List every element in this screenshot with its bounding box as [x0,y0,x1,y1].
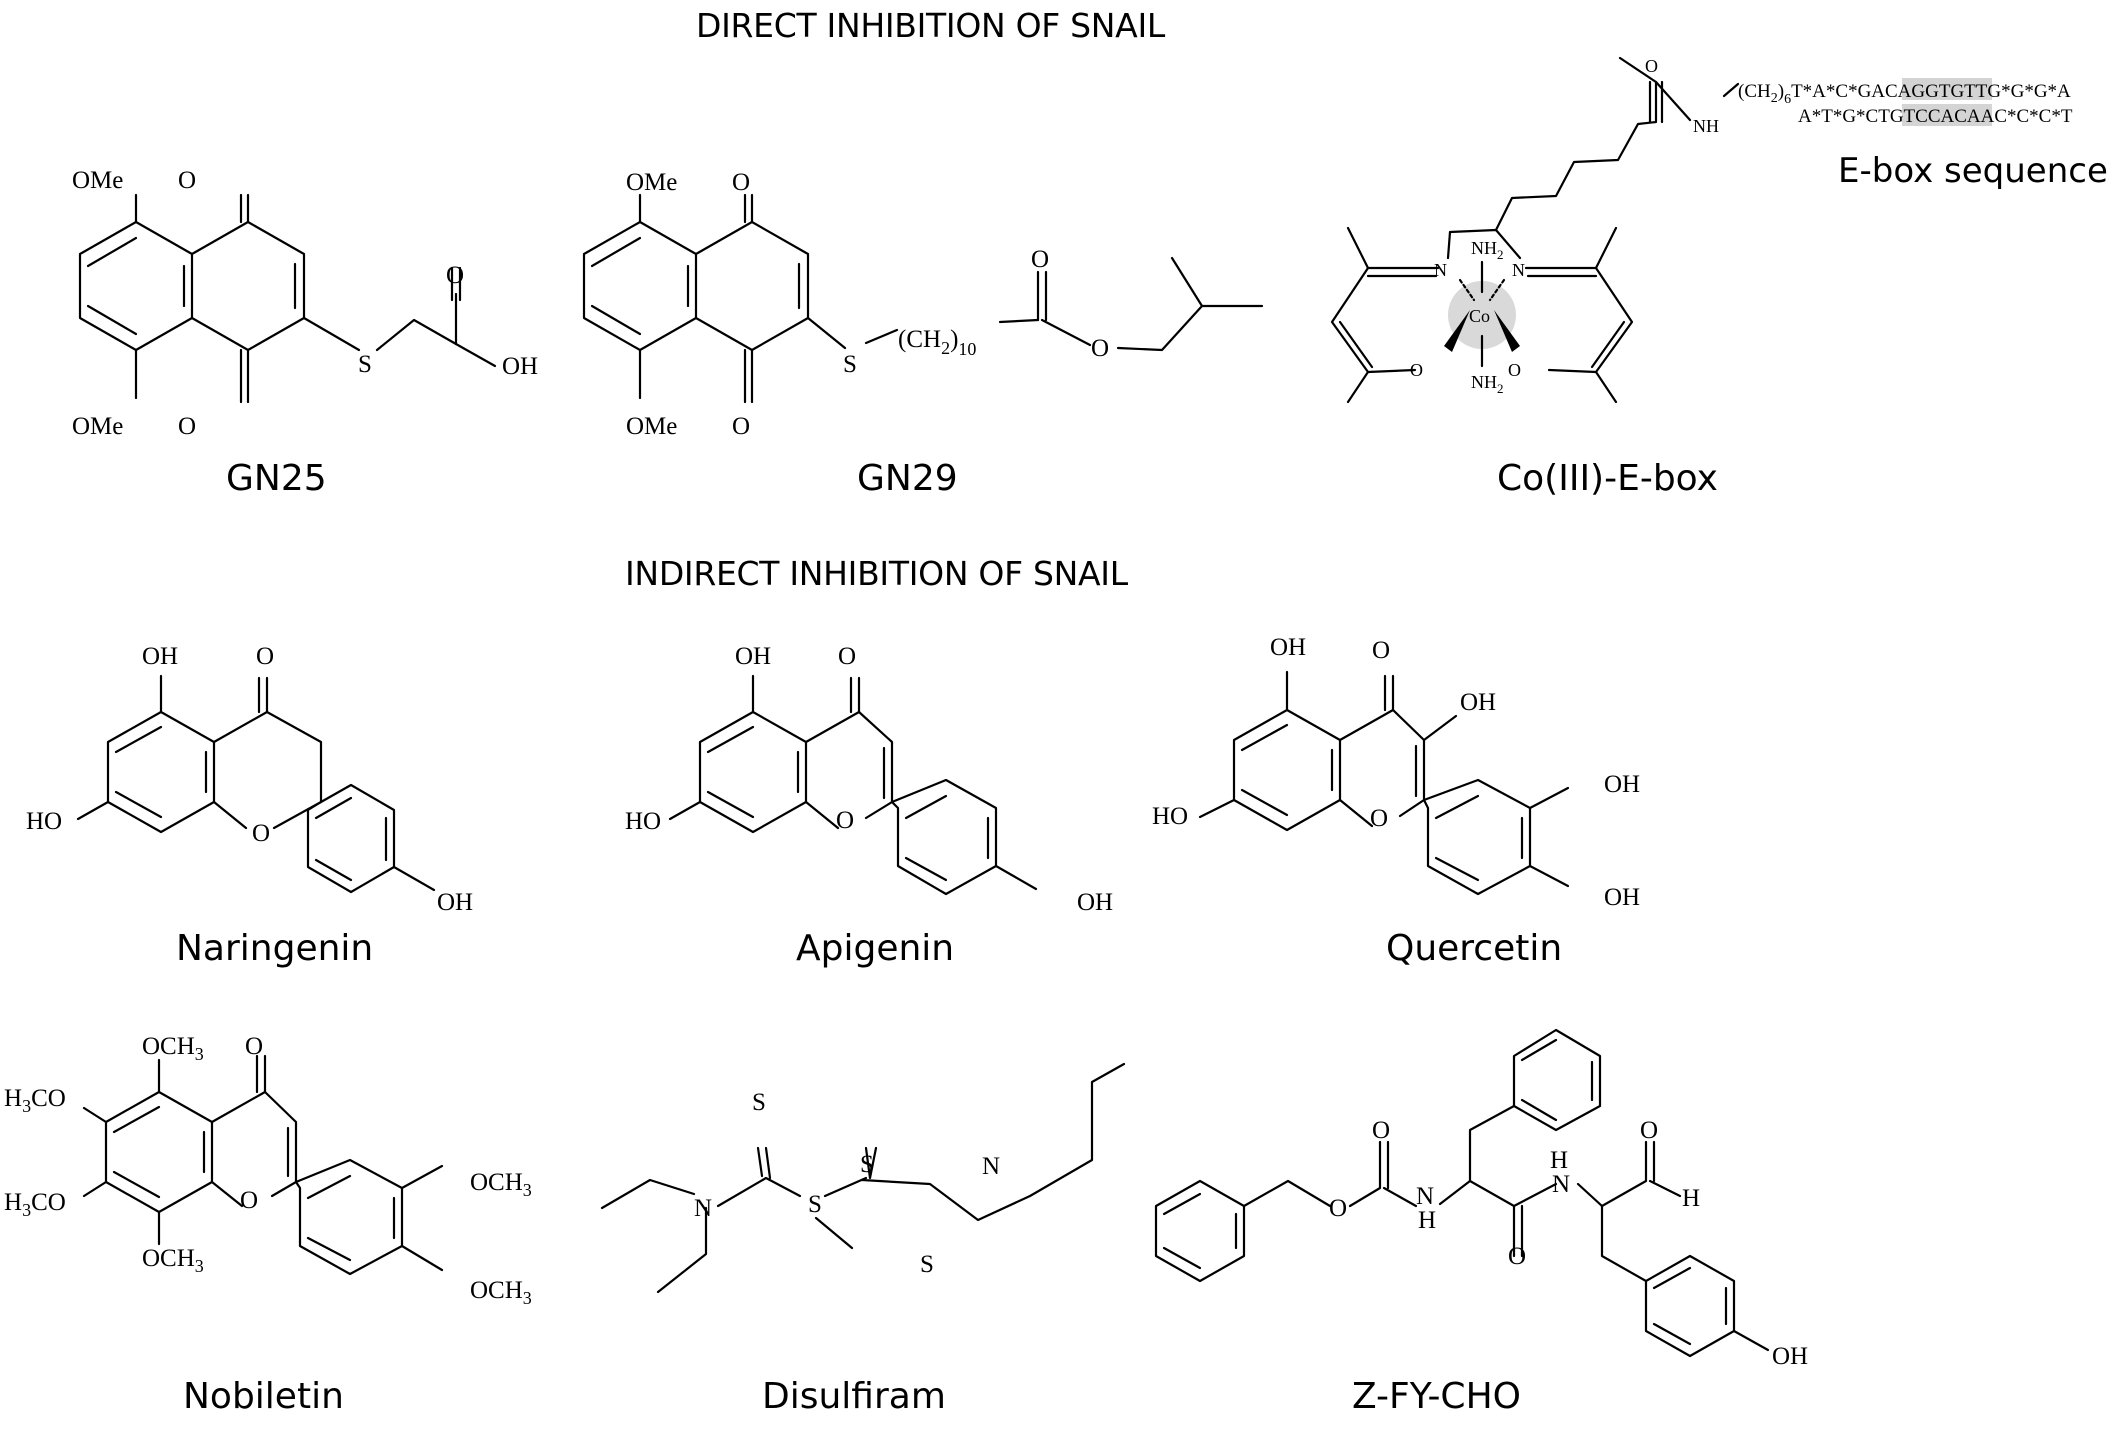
atom-oh: OH [1604,884,1640,911]
atom-n: N [1512,260,1525,280]
atom-oh: OH [502,353,538,380]
atom-o: O [178,167,196,194]
atom-o: O [1372,637,1390,664]
title-indirect: INDIRECT INHIBITION OF SNAIL [625,554,1129,593]
atom-o: O [1031,246,1049,273]
structure-naringenin: OH O HO O OH [26,643,473,916]
atom-oh: OH [1077,889,1113,916]
atom-s: S [843,351,857,378]
atom-oh: OH [1604,771,1640,798]
atom-och3: OCH3 [142,1033,204,1064]
atom-nh2: NH2 [1471,372,1504,396]
atom-o: O [252,820,270,847]
atom-co: Co [1469,306,1490,326]
atom-s: S [920,1251,934,1278]
structure-disulfiram: N S S S S N [600,1062,1126,1294]
atom-s: S [752,1089,766,1116]
atom-o: O [838,643,856,670]
chain-ch2-10: (CH2)10 [898,326,976,359]
atom-ho: HO [625,808,661,835]
atom-o: O [245,1033,263,1060]
structure-gn25: OMe OMe O O S O OH [72,167,538,440]
atom-o: O [836,807,854,834]
atom-nh2: NH2 [1471,238,1504,262]
atom-o: O [1329,1195,1347,1222]
label-gn29: GN29 [857,458,958,499]
ebox-sequence: (CH2)6T*A*C*GACAGGTGTTG*G*G*A A*T*G*CTGT… [1738,78,2108,191]
structure-apigenin: OH O HO O OH [625,643,1113,916]
ebox-label: E-box sequence [1838,151,2108,191]
atom-o: O [256,643,274,670]
ebox-strand-bottom: A*T*G*CTGTCCACAAC*C*C*T [1798,106,2073,127]
atom-oh: OH [1772,1343,1808,1370]
atom-o: O [446,262,464,289]
atom-o: O [1091,335,1109,362]
structure-nobiletin: OCH3 O H3CO H3CO O OCH3 OCH3 OCH3 [4,1033,532,1308]
atom-o: O [1645,56,1658,76]
atom-n: N [982,1153,1000,1180]
atom-o: O [732,413,750,440]
atom-ome: OMe [72,167,123,194]
atom-o: O [732,169,750,196]
structure-quercetin: OH O OH HO O OH OH [1152,634,1640,911]
atom-oh: OH [1460,689,1496,716]
atom-o: O [1372,1117,1390,1144]
atom-ome: OMe [72,413,123,440]
atom-h: H [1418,1207,1436,1234]
atom-och3: OCH3 [470,1277,532,1308]
structure-co-ebox: NH2 NH2 N N O O Co O NH [1330,56,1740,404]
atom-n: N [1416,1183,1434,1210]
title-direct: DIRECT INHIBITION OF SNAIL [696,6,1166,45]
atom-oh: OH [437,889,473,916]
atom-o: O [1410,360,1423,380]
atom-s: S [808,1191,822,1218]
atom-ome: OMe [626,169,677,196]
atom-o: O [1640,1117,1658,1144]
label-nobiletin: Nobiletin [183,1376,344,1417]
ebox-highlight-bottom [1902,104,1992,126]
atom-n: N [1434,260,1447,280]
label-naringenin: Naringenin [176,928,373,969]
label-quercetin: Quercetin [1386,928,1562,969]
label-disulfiram: Disulfiram [762,1376,946,1417]
atom-h3co: H3CO [4,1085,66,1116]
atom-oh: OH [1270,634,1306,661]
label-gn25: GN25 [226,458,327,499]
atom-n: N [1552,1171,1570,1198]
atom-s: S [860,1151,874,1178]
atom-o: O [178,413,196,440]
atom-o: O [1508,1243,1526,1270]
cobalt-center-highlight [1448,281,1516,349]
atom-s: S [358,351,372,378]
structure-gn29: OMe OMe O O S (CH2)10 O O [582,169,1264,440]
atom-oh: OH [735,643,771,670]
atom-ome: OMe [626,413,677,440]
atom-och3: OCH3 [470,1169,532,1200]
label-co-ebox: Co(III)-E-box [1497,458,1718,499]
ebox-highlight-top [1902,78,1992,100]
atom-och3: OCH3 [142,1245,204,1276]
atom-oh: OH [142,643,178,670]
atom-ho: HO [26,808,62,835]
structure-z-fy-cho: O O N H O H N O H OH [1154,1028,1808,1370]
label-apigenin: Apigenin [796,928,954,969]
atom-h3co: H3CO [4,1189,66,1220]
atom-o: O [1508,360,1521,380]
atom-nh: NH [1693,116,1719,136]
atom-n: N [694,1195,712,1222]
atom-o: O [240,1187,258,1214]
atom-h: H [1550,1147,1568,1174]
atom-h: H [1682,1185,1700,1212]
atom-ho: HO [1152,803,1188,830]
ebox-strand-top: (CH2)6T*A*C*GACAGGTGTTG*G*G*A [1738,81,2071,107]
label-z-fy-cho: Z-FY-CHO [1352,1376,1521,1417]
atom-o: O [1370,805,1388,832]
